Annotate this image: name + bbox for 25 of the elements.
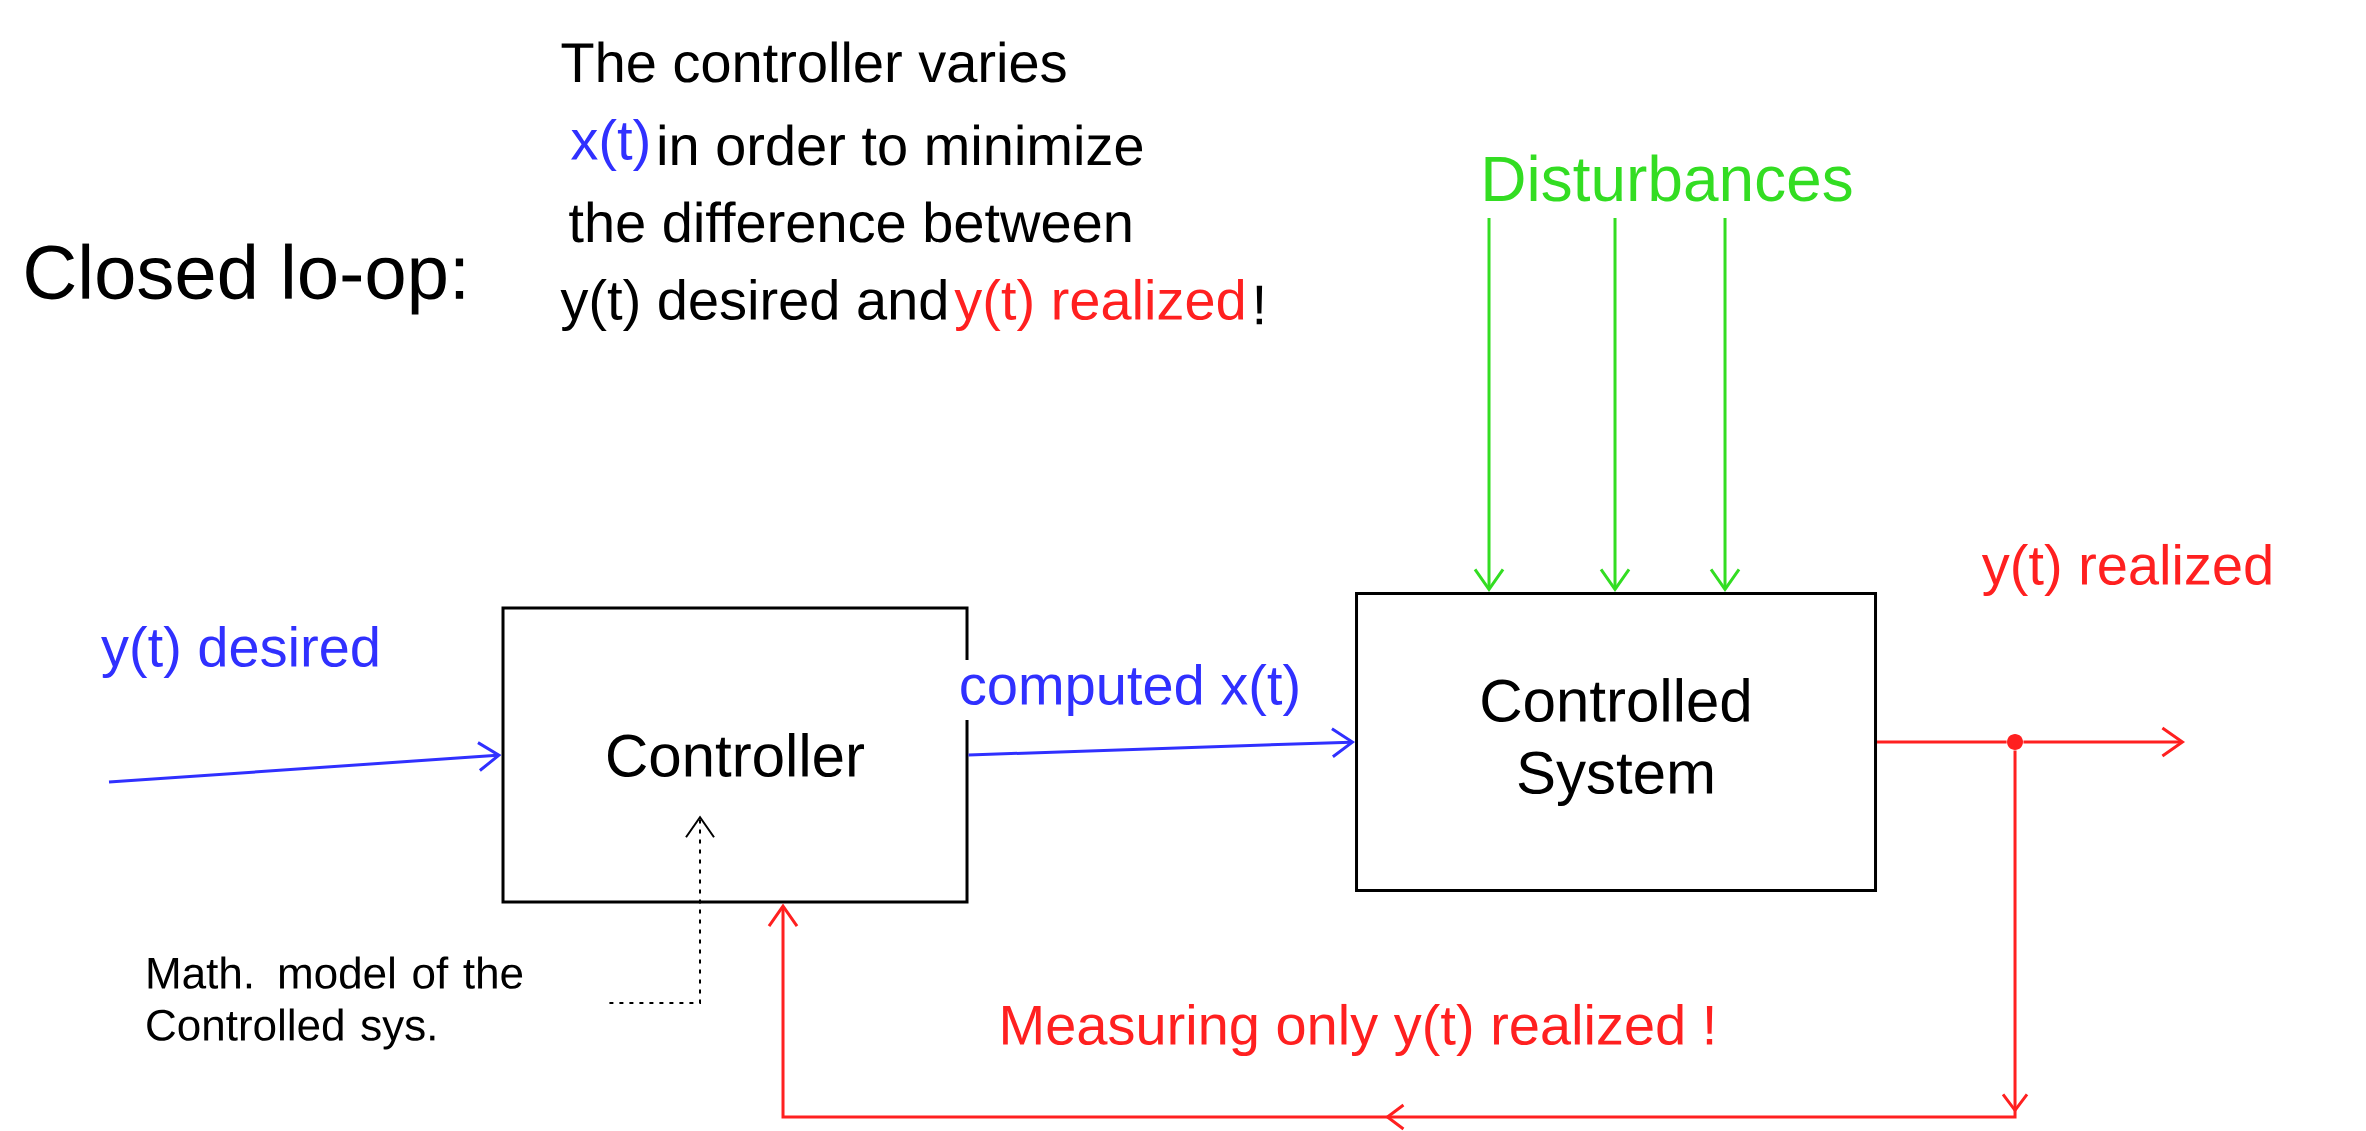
text-label: y(t) desired and bbox=[560, 278, 946, 332]
edge-label: computed x(t) bbox=[954, 659, 1306, 721]
line bbox=[1877, 740, 2007, 744]
edge-label: y(t) desired bbox=[96, 621, 386, 683]
text-label: ! bbox=[1256, 285, 1263, 325]
text-label: in order to minimize bbox=[659, 124, 1143, 166]
arrow bbox=[108, 741, 502, 784]
text-label: Math. model of the Controlled sys. bbox=[147, 956, 523, 1050]
title-label: Closed lo-op: bbox=[26, 243, 464, 315]
arrow bbox=[608, 815, 715, 1004]
edge-label: y(t) realized bbox=[1977, 539, 2279, 601]
arrow bbox=[1599, 217, 1631, 592]
text-label: The controller varies bbox=[561, 41, 1066, 83]
text-label: x(t) bbox=[571, 118, 648, 172]
junction-dot bbox=[2007, 734, 2023, 750]
text-label: y(t) realized bbox=[954, 278, 1244, 332]
feedback-arrow bbox=[767, 750, 2029, 1131]
block-box: Controlled System bbox=[1355, 592, 1877, 892]
arrow bbox=[1473, 217, 1505, 592]
edge-label: Measuring only y(t) realized ! bbox=[994, 999, 1722, 1061]
text-label: the difference between bbox=[569, 201, 1131, 243]
arrow bbox=[968, 727, 1355, 758]
text-label: Disturbances bbox=[1485, 154, 1852, 202]
arrow bbox=[2023, 726, 2186, 758]
arrow bbox=[1709, 217, 1741, 592]
